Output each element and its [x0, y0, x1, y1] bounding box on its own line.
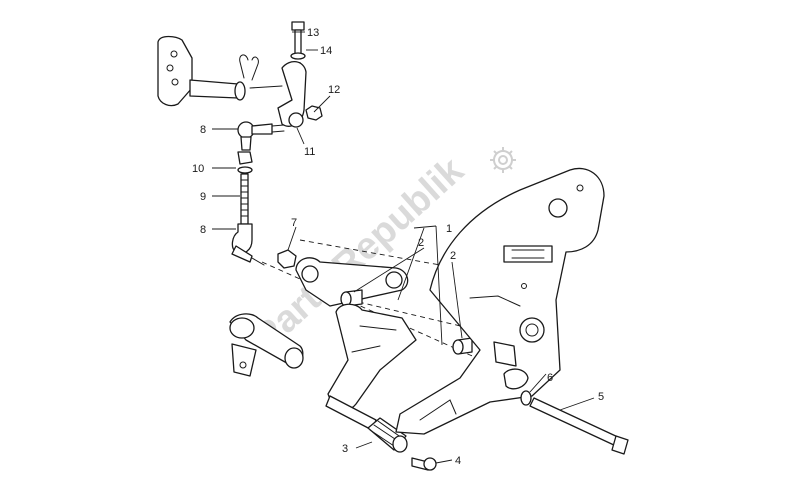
washer-14 [290, 52, 306, 60]
bolt-13 [291, 21, 305, 55]
long-bolt-5 [529, 397, 629, 455]
callout-13: 13 [307, 27, 319, 39]
washer-6 [520, 390, 532, 406]
pivot-pin [229, 313, 304, 377]
nut-12 [305, 105, 323, 121]
callout-8-upper: 8 [200, 124, 206, 136]
callout-11: 11 [304, 146, 315, 158]
nut-7 [277, 249, 297, 269]
nut-10-lower [237, 166, 253, 174]
leader-lines [212, 31, 595, 464]
mounting-plate [395, 167, 605, 435]
callout-3: 3 [342, 443, 348, 455]
callout-1: 1 [446, 223, 452, 235]
callout-12: 12 [328, 84, 340, 96]
ball-joint-lower-8 [231, 223, 265, 266]
callout-6: 6 [547, 372, 553, 384]
nut-10 [237, 151, 253, 165]
callout-4: 4 [455, 455, 461, 467]
callout-8-lower: 8 [200, 224, 206, 236]
gear-icon [490, 147, 516, 173]
callout-7: 7 [291, 217, 297, 229]
callout-9: 9 [200, 191, 206, 203]
threaded-rod-9 [240, 173, 249, 225]
bushing-2-upper [340, 289, 363, 307]
callout-14: 14 [320, 45, 332, 57]
callout-5: 5 [598, 391, 604, 403]
ball-joint-upper-8 [237, 121, 285, 151]
callout-2-lower: 2 [450, 250, 456, 262]
shift-shaft-assembly [157, 35, 307, 128]
callout-2-upper: 2 [418, 237, 424, 249]
screw-4 [411, 457, 437, 471]
callout-labels: 13 14 12 8 11 10 9 8 7 1 2 2 6 5 3 4 [192, 27, 604, 467]
gear-shift-lever [325, 303, 417, 431]
callout-10: 10 [192, 163, 204, 175]
foot-peg-rubber-3 [367, 417, 408, 453]
bushing-2-lower [452, 337, 473, 355]
